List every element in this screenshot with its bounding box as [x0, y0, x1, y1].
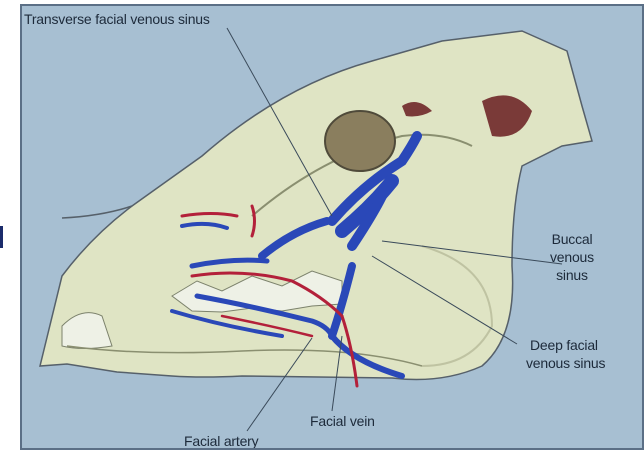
left-edge-mark	[0, 226, 3, 248]
label-buccal-line2: venous	[550, 248, 594, 266]
label-deep-facial-line1: Deep facial	[526, 336, 605, 354]
skull-outline	[40, 31, 592, 380]
skull-illustration	[22, 6, 642, 448]
label-buccal-line3: sinus	[550, 266, 594, 284]
label-transverse-facial-venous-sinus: Transverse facial venous sinus	[24, 10, 210, 28]
label-buccal-venous-sinus: Buccal venous sinus	[550, 230, 594, 284]
orbit	[325, 111, 395, 171]
label-deep-facial-line2: venous sinus	[526, 354, 605, 372]
label-facial-artery: Facial artery	[184, 432, 258, 450]
label-buccal-line1: Buccal	[550, 230, 594, 248]
anatomy-figure: Transverse facial venous sinus Buccal ve…	[20, 4, 644, 450]
label-facial-vein: Facial vein	[310, 412, 375, 430]
label-deep-facial-venous-sinus: Deep facial venous sinus	[526, 336, 605, 372]
